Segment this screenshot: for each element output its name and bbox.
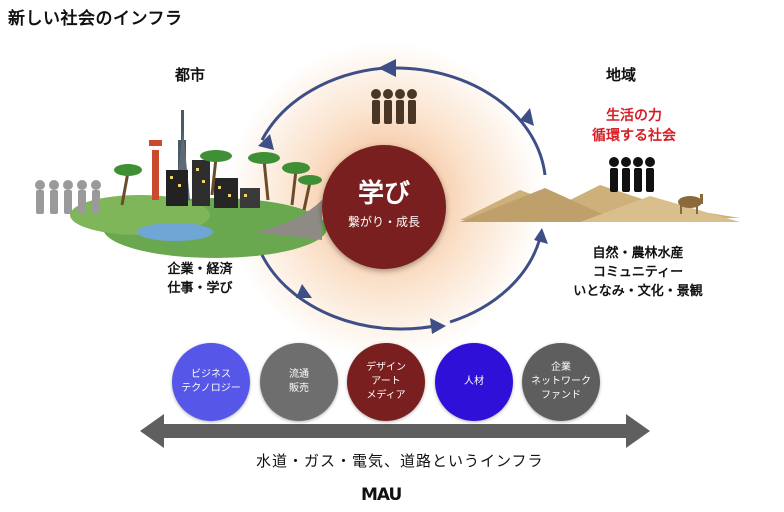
region-heading: 地域 [606, 66, 637, 84]
cycle-arrowheads [258, 59, 548, 334]
cycle-arrows [260, 66, 547, 331]
center-main-label: 学び [357, 179, 410, 209]
page-title: 新しい社会のインフラ [8, 9, 183, 29]
bubble-enterprise-network-fund: 企業 ネットワーク ファンド [522, 343, 600, 421]
region-illustration [460, 157, 740, 222]
city-illustration [35, 110, 327, 258]
region-highlight: 生活の力 循環する社会 [592, 108, 676, 144]
center-learning-circle: 学び 繋がり・成長 [322, 145, 446, 269]
center-sub-label: 繋がり・成長 [347, 215, 420, 229]
bubble-human-resources: 人材 [435, 343, 513, 421]
camel-icon [678, 194, 703, 214]
bubble-design-art-media: デザイン アート メディア [347, 343, 425, 421]
region-items: 自然・農林水産 コミュニティー いとなみ・文化・景観 [573, 246, 703, 299]
bubble-business-technology: ビジネス テクノロジー [172, 343, 250, 421]
mau-logo: MAU [361, 485, 402, 505]
infrastructure-arrow [140, 414, 650, 448]
city-heading: 都市 [175, 66, 206, 84]
region-people-icon [609, 157, 655, 192]
learning-people-icon [371, 89, 417, 124]
infrastructure-label: 水道・ガス・電気、道路というインフラ [256, 452, 544, 470]
bubble-distribution-sales: 流通 販売 [260, 343, 338, 421]
city-items: 企業・経済 仕事・学び [167, 262, 233, 296]
